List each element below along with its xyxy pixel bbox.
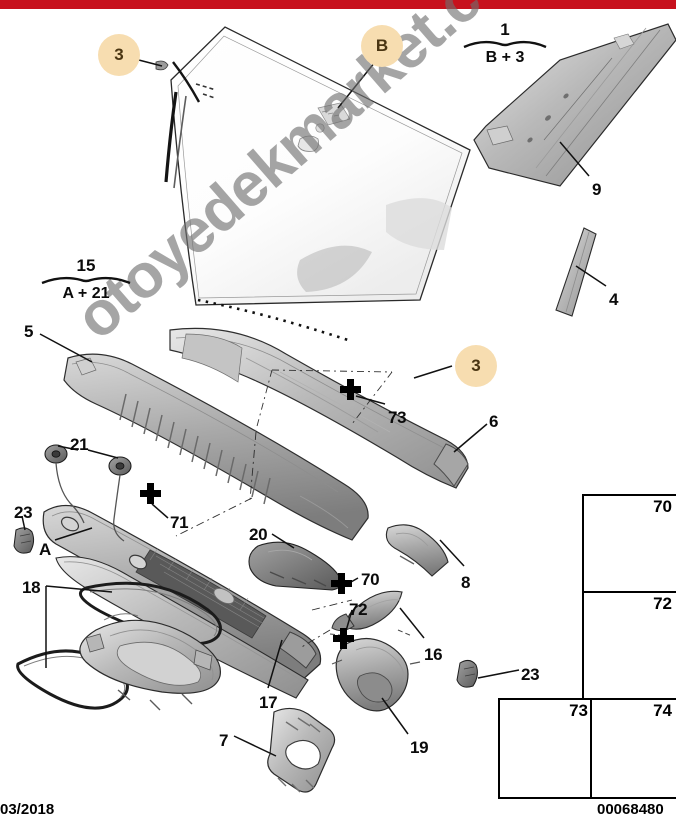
part-label-72[interactable]: 72 [349, 600, 368, 619]
bracket-7 [267, 707, 336, 793]
seals-18 [16, 581, 222, 710]
grommets-21 [44, 444, 132, 542]
part-label-5[interactable]: 5 [24, 322, 34, 341]
part-label-18[interactable]: 18 [22, 578, 41, 597]
inset-box-72[interactable]: 72 [582, 591, 676, 702]
brace-icon [463, 40, 547, 49]
clip-23-right [456, 659, 478, 688]
lower-bracket-19 [329, 629, 421, 712]
cowl-grille-panel-5 [63, 353, 369, 541]
part-label-23-right[interactable]: 23 [521, 665, 540, 684]
bracket-20 [248, 541, 342, 591]
part-label-7[interactable]: 7 [219, 731, 229, 750]
part-label-71[interactable]: 71 [170, 513, 189, 532]
inset-box-74[interactable]: 74 [590, 698, 676, 799]
group-15-bottom-label: A + 21 [62, 285, 110, 302]
part-label-A[interactable]: A [39, 540, 51, 559]
part-label-6[interactable]: 6 [489, 412, 499, 431]
header-red-bar [0, 0, 676, 9]
a-pillar-trim-9 [473, 23, 676, 187]
group-15-A-plus-21: 15 A + 21 [40, 256, 132, 302]
part-label-20[interactable]: 20 [249, 525, 268, 544]
callout-3-top[interactable]: 3 [98, 34, 140, 76]
side-panel-8 [385, 524, 449, 577]
inset-tag-73: 73 [569, 701, 588, 720]
inset-box-73[interactable]: 73 [498, 698, 594, 799]
part-label-4[interactable]: 4 [609, 290, 619, 309]
group-1-B-plus-3: 1 B + 3 [462, 20, 548, 66]
group-1-top-label: 1 [500, 20, 510, 39]
inset-tag-74: 74 [653, 701, 672, 720]
part-label-8[interactable]: 8 [461, 573, 471, 592]
callout-3-middle[interactable]: 3 [455, 345, 497, 387]
footer-reference: 00068480 [597, 801, 664, 818]
trim-strip-4 [555, 227, 597, 317]
part-label-9[interactable]: 9 [592, 180, 602, 199]
part-label-70[interactable]: 70 [361, 570, 380, 589]
group-1-bottom-label: B + 3 [485, 49, 525, 66]
part-label-16[interactable]: 16 [424, 645, 443, 664]
inset-box-70[interactable]: 70 [582, 494, 676, 595]
group-15-top-label: 15 [76, 256, 96, 275]
part-label-23-left[interactable]: 23 [14, 503, 33, 522]
part-label-19[interactable]: 19 [410, 738, 429, 757]
inset-tag-70: 70 [653, 497, 672, 516]
clip-23-left [13, 527, 35, 554]
windscreen-glass [155, 26, 471, 342]
inset-tag-72: 72 [653, 594, 672, 613]
part-label-21[interactable]: 21 [70, 435, 89, 454]
wiper-housing-17 [79, 613, 222, 711]
brace-icon [41, 276, 131, 285]
footer-date: 03/2018 [0, 801, 55, 818]
part-label-17[interactable]: 17 [259, 693, 278, 712]
part-label-73[interactable]: 73 [388, 408, 407, 427]
callout-B[interactable]: B [361, 25, 403, 67]
cross-markers [140, 379, 361, 649]
cowl-top-panel-6 [169, 327, 469, 489]
support-arm-16 [331, 590, 403, 632]
